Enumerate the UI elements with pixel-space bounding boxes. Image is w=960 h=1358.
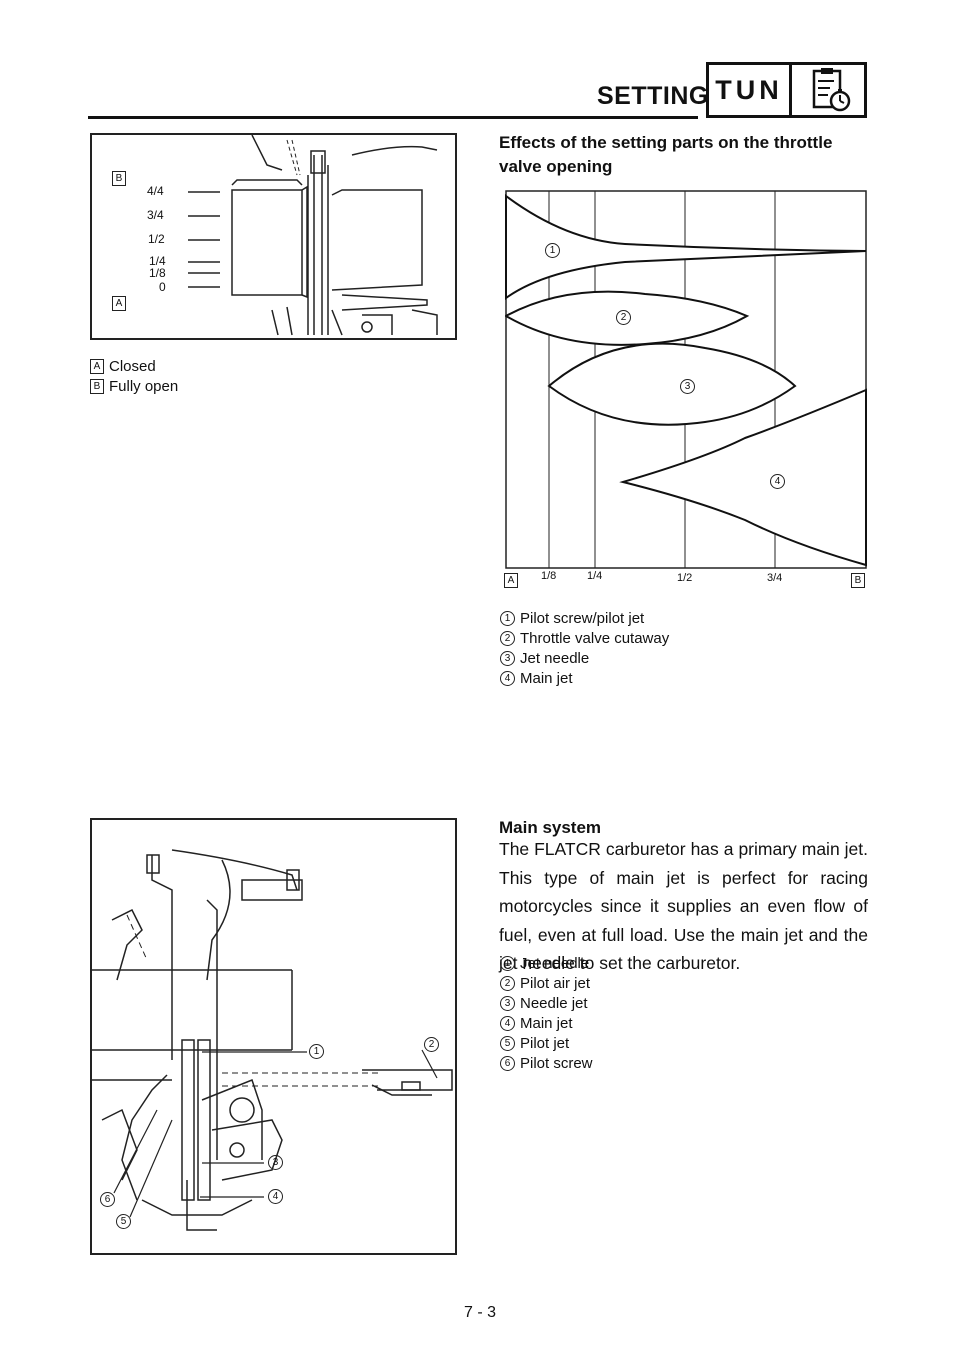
position-label-1-8: 1/8: [149, 266, 166, 280]
legend-item: 6 Pilot screw: [500, 1053, 593, 1073]
carb-callout-1: 1: [309, 1044, 324, 1059]
legend-item: 2 Throttle valve cutaway: [500, 628, 669, 648]
position-label-4-4: 4/4: [147, 184, 164, 198]
legend-text: Pilot jet: [520, 1034, 570, 1052]
main-system-legend: 1 Jet needle 2 Pilot air jet 3 Needle jet 4…: [500, 953, 593, 1073]
legend-item: 1 Pilot screw/pilot jet: [500, 608, 669, 628]
tick-1-8: 1/8: [541, 570, 557, 582]
callout-2: 2: [616, 310, 631, 325]
legend-number: 3: [500, 650, 515, 666]
position-label-3-4: 3/4: [147, 208, 164, 222]
legend-item: 5 Pilot jet: [500, 1033, 593, 1053]
main-system-body: The FLATCR carburetor has a primary main…: [499, 839, 868, 973]
legend-item: 3 Jet needle: [500, 648, 669, 668]
legend-text: Jet needle: [520, 649, 590, 667]
legend-item: A Closed: [90, 356, 178, 376]
position-label-1-4: 1/4: [149, 254, 166, 268]
carb-callout-2: 2: [424, 1037, 439, 1052]
tick-1-2: 1/2: [677, 572, 693, 584]
legend-text: Throttle valve cutaway: [520, 629, 670, 647]
legend-item: 3 Needle jet: [500, 993, 593, 1013]
legend-item: 1 Jet needle: [500, 953, 593, 973]
legend-number: 2: [500, 630, 515, 646]
legend-text: Pilot screw/pilot jet: [520, 609, 645, 627]
throttle-position-figure: 4/4 3/4 1/2 1/4 1/8 0 B A: [90, 133, 457, 340]
effects-legend: 1 Pilot screw/pilot jet 2 Throttle valve c…: [500, 608, 669, 688]
legend-number: 6: [500, 1055, 515, 1071]
tun-badge: TUN: [706, 62, 792, 118]
carb-callout-4: 4: [268, 1189, 283, 1204]
legend-item: 2 Pilot air jet: [500, 973, 593, 993]
carb-callout-3: 3: [268, 1155, 283, 1170]
legend-item: B Fully open: [90, 376, 178, 396]
position-label-0: 0: [159, 280, 166, 294]
legend-text: Pilot screw: [520, 1054, 593, 1072]
legend-number: 4: [500, 1015, 515, 1031]
fig1-legend: A Closed B Fully open: [90, 356, 178, 396]
legend-number: 3: [500, 995, 515, 1011]
legend-text: Fully open: [109, 377, 179, 395]
legend-text: Closed: [109, 357, 156, 375]
legend-item: 4 Main jet: [500, 1013, 593, 1033]
legend-text: Jet needle: [520, 954, 590, 972]
legend-key: B: [90, 378, 104, 394]
carburetor-figure: 1 2 3 4 5 6: [90, 818, 457, 1255]
header-rule: [88, 116, 698, 119]
legend-key: A: [90, 358, 104, 374]
legend-text: Main jet: [520, 669, 573, 687]
legend-item: 4 Main jet: [500, 668, 669, 688]
marker-a: A: [112, 296, 126, 311]
tick-1-4: 1/4: [587, 570, 603, 582]
legend-number: 4: [500, 670, 515, 686]
effects-chart: 1 2 3 4: [505, 190, 867, 570]
legend-number: 1: [500, 610, 515, 626]
legend-number: 2: [500, 975, 515, 991]
carb-callout-6: 6: [100, 1192, 115, 1207]
legend-text: Main jet: [520, 1014, 573, 1032]
position-label-1-2: 1/2: [148, 232, 165, 246]
callout-1: 1: [545, 243, 560, 258]
clipboard-stopwatch-icon: [789, 62, 867, 118]
main-system-title: Main system: [499, 818, 602, 837]
marker-b: B: [112, 171, 126, 186]
legend-number: 1: [500, 955, 515, 971]
section-title: SETTING: [597, 82, 709, 110]
callout-3: 3: [680, 379, 695, 394]
tick-3-4: 3/4: [767, 572, 783, 584]
axis-start-marker: A: [504, 573, 518, 588]
legend-text: Pilot air jet: [520, 974, 591, 992]
legend-text: Needle jet: [520, 994, 588, 1012]
axis-end-marker: B: [851, 573, 865, 588]
carb-callout-5: 5: [116, 1214, 131, 1229]
page-number: 7 - 3: [463, 1304, 496, 1321]
effects-title: Effects of the setting parts on the thro…: [499, 133, 833, 176]
legend-number: 5: [500, 1035, 515, 1051]
callout-4: 4: [770, 474, 785, 489]
